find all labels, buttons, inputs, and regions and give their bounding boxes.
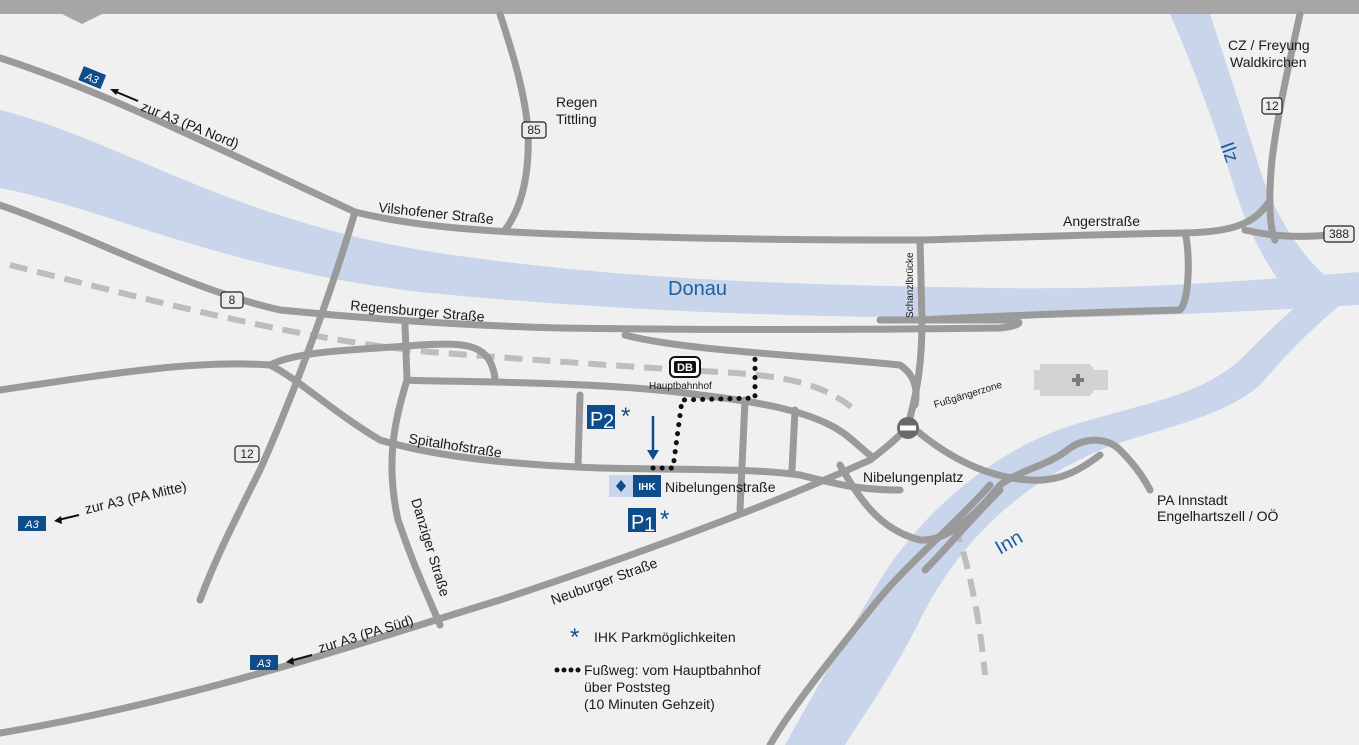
- label-pa-innstadt: PA Innstadt: [1157, 492, 1228, 508]
- legend-walk-line1: Fußweg: vom Hauptbahnhof: [584, 662, 761, 678]
- route-shield-85: 85: [521, 121, 547, 139]
- label-waldkirchen: Waldkirchen: [1230, 54, 1307, 70]
- a3-shield-mitte: A3: [18, 516, 46, 531]
- label-fussgaengerzone: Fußgängerzone: [933, 380, 1004, 411]
- road-vilshofener: [0, 54, 1274, 244]
- a3-shield-sued: A3: [250, 655, 278, 670]
- arrow-a3-mitte-icon: [54, 514, 80, 524]
- ihk-logo: IHK: [609, 475, 661, 497]
- legend-walk-line3: (10 Minuten Gehzeit): [584, 696, 715, 712]
- road-a3-nord-connector: [196, 208, 359, 604]
- label-nibelungenplatz: Nibelungenplatz: [863, 469, 963, 485]
- label-danziger: Danziger Straße: [408, 496, 453, 598]
- svg-text:*: *: [570, 624, 579, 651]
- legend: * IHK Parkmöglichkeiten Fußweg: vom Haup…: [554, 624, 761, 712]
- road-bahnhof-loop: [621, 331, 920, 409]
- church-icon: [1034, 364, 1108, 396]
- road-p2-access: [574, 391, 584, 469]
- label-nibelungen: Nibelungenstraße: [665, 479, 776, 495]
- svg-text:85: 85: [527, 123, 541, 137]
- railway-line: [9, 262, 857, 413]
- label-donau: Donau: [668, 278, 727, 300]
- road-neuburger: [0, 421, 914, 737]
- parking-p2-badge: P 2: [587, 405, 615, 433]
- label-cz-freyung: CZ / Freyung: [1228, 37, 1310, 53]
- svg-text:12: 12: [1265, 99, 1279, 113]
- legend-asterisk-icon: *: [570, 624, 579, 651]
- svg-text:388: 388: [1329, 227, 1349, 241]
- legend-walk-line2: über Poststeg: [584, 679, 670, 695]
- no-entry-sign-icon: [897, 417, 919, 439]
- top-bar: [0, 0, 1359, 14]
- svg-text:*: *: [660, 506, 669, 533]
- label-schanzlbruecke: Schanzlbrücke: [905, 252, 916, 318]
- river-inn: [785, 280, 1359, 745]
- asterisk-p1-icon: *: [660, 506, 669, 533]
- legend-dotted-line-icon: [554, 667, 581, 673]
- road-minor-2: [788, 406, 799, 474]
- road-network: [0, 10, 1334, 745]
- label-a3-mitte: zur A3 (PA Mitte): [83, 478, 188, 517]
- svg-text:1: 1: [644, 514, 655, 536]
- asterisk-p2-icon: *: [621, 403, 630, 430]
- svg-text:2: 2: [603, 411, 614, 433]
- svg-text:P: P: [631, 512, 644, 534]
- route-shield-8: 8: [220, 291, 244, 309]
- railway-line-south: [952, 524, 988, 676]
- parking-p1-badge: P 1: [628, 508, 656, 536]
- road-schanzlbruecke: [904, 236, 926, 429]
- label-angerstrasse: Angerstraße: [1063, 213, 1140, 229]
- legend-parking-text: IHK Parkmöglichkeiten: [594, 629, 736, 645]
- road-regensburger: [0, 201, 1023, 333]
- svg-text:*: *: [621, 403, 630, 430]
- a3-shield-nord: A3: [78, 66, 107, 89]
- road-388: [1241, 226, 1334, 240]
- road-minor-1: [736, 396, 749, 514]
- label-tittling: Tittling: [556, 111, 597, 127]
- road-danziger: [388, 376, 444, 629]
- route-shield-12-north: 12: [1261, 97, 1283, 115]
- route-shield-12-west: 12: [234, 445, 260, 463]
- walking-route: [650, 350, 758, 471]
- svg-text:8: 8: [229, 293, 236, 307]
- svg-text:A3: A3: [82, 70, 101, 87]
- label-hauptbahnhof: Hauptbahnhof: [649, 381, 712, 392]
- label-engelhartszell: Engelhartszell / OÖ: [1157, 507, 1278, 524]
- road-north-mid: [401, 321, 874, 459]
- arrow-a3-nord-icon: [110, 89, 139, 102]
- road-fussgaengerzone: [906, 421, 1104, 484]
- route-shield-388: 388: [1323, 225, 1355, 243]
- road-angerstrasse-lower: [916, 229, 1192, 324]
- db-station-icon: DB: [669, 356, 701, 378]
- arrow-a3-sued-icon: [286, 654, 313, 665]
- svg-text:12: 12: [240, 447, 254, 461]
- road-inn-bridge: [766, 481, 994, 745]
- river-ilz: [1170, 14, 1330, 295]
- label-inn: Inn: [992, 526, 1027, 559]
- road-south-east: [921, 486, 1004, 574]
- svg-text:A3: A3: [24, 519, 39, 531]
- road-west-arterial: [0, 360, 904, 494]
- label-a3-nord: zur A3 (PA Nord): [139, 98, 241, 152]
- road-freyung: [1266, 10, 1304, 244]
- svg-text:DB: DB: [677, 362, 693, 374]
- svg-text:IHK: IHK: [638, 482, 656, 493]
- svg-text:A3: A3: [256, 658, 271, 670]
- top-bar-pointer: [62, 14, 102, 24]
- arrow-down-icon: [647, 416, 659, 460]
- label-regen: Regen: [556, 94, 597, 110]
- svg-text:P: P: [590, 409, 603, 431]
- road-west-loop: [266, 340, 499, 382]
